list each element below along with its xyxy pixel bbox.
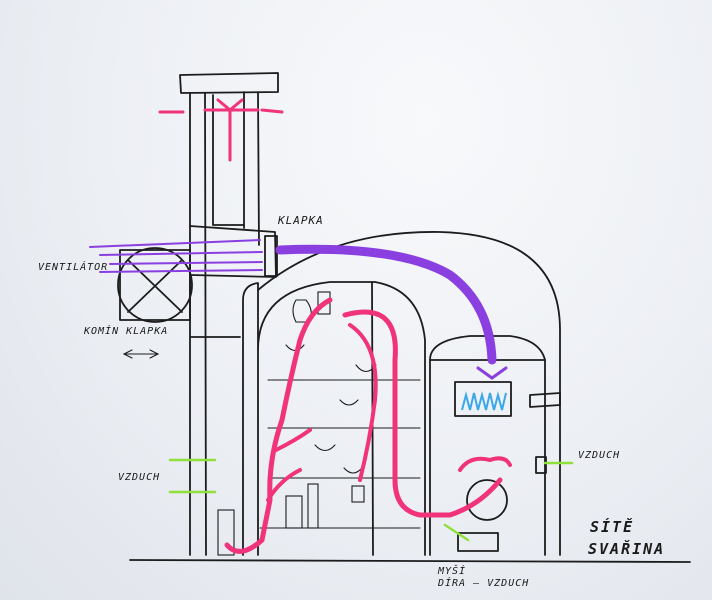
smoking-chamber [242, 281, 426, 556]
label-komin-klapka: KOMÍN KLAPKA [84, 326, 169, 337]
air-arrow-icon [168, 458, 574, 542]
chamber-shelves [259, 379, 421, 529]
label-klapka: KLAPKA [278, 214, 324, 227]
fan-icon [117, 247, 193, 323]
label-vzduch-right: VZDUCH [578, 450, 621, 461]
fan-air-flow [89, 239, 508, 380]
label-ventilator: VENTILÁTOR [38, 262, 109, 273]
label-siti: SÍTĚ [590, 518, 635, 536]
outer-dome [257, 231, 561, 556]
label-dira-vzduch: DÍRA – VZDUCH [438, 578, 530, 589]
firebox [429, 335, 546, 556]
flame-icon [461, 391, 507, 411]
klapka-damper [264, 235, 278, 277]
mouse-hole [457, 532, 499, 552]
burner [454, 381, 512, 417]
label-svarina: SVAŘINA [588, 540, 666, 558]
chimney-cap [179, 72, 279, 94]
jars [217, 291, 377, 556]
hot-air-flow [158, 98, 512, 554]
label-vzduch-left: VZDUCH [118, 472, 161, 483]
ground-line [129, 559, 691, 563]
label-mysi: MYŠÍ [438, 566, 467, 577]
fan-duct [189, 225, 277, 278]
